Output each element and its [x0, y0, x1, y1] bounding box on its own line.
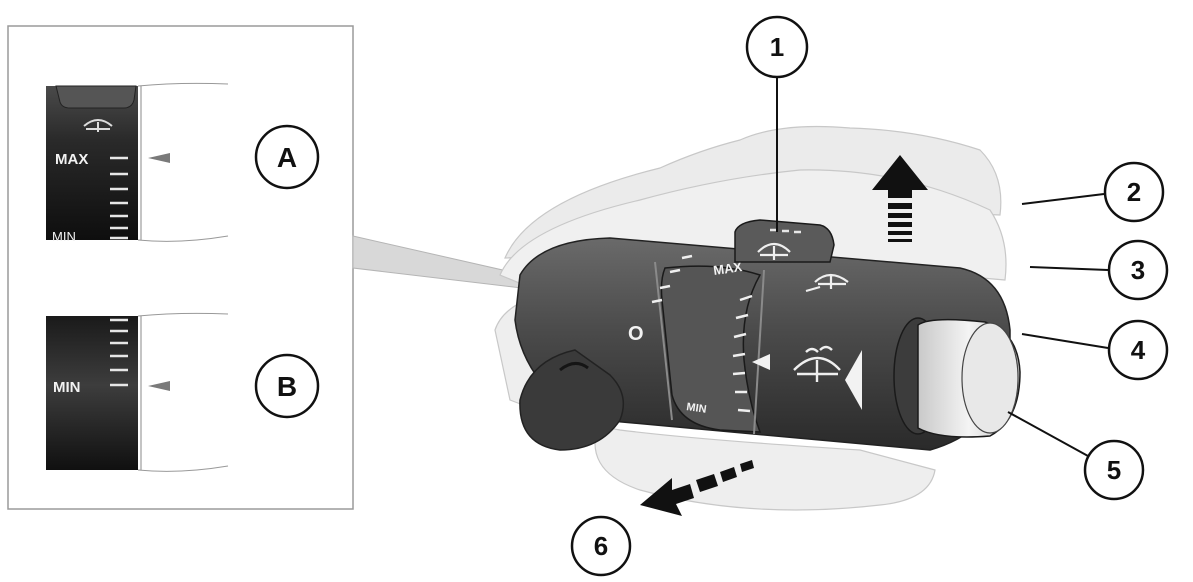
rotary-ring	[660, 265, 762, 433]
inset-a-guide-bottom	[137, 235, 229, 242]
pointer-triangle-icon	[845, 350, 862, 410]
callout-circle	[1107, 319, 1169, 381]
inset-b-min-label: MIN	[53, 379, 81, 396]
stalk-base-notch	[559, 362, 589, 372]
wiper-stalk: MAX MIN O	[514, 219, 1021, 451]
arrow-up-icon	[872, 155, 928, 242]
inset-b-guide-top	[137, 312, 229, 317]
inset-b-guide-bottom	[137, 465, 229, 472]
inset-a-max-label: MAX	[55, 151, 88, 168]
callout-circle	[1103, 161, 1165, 223]
dial-min-label: MIN	[686, 401, 708, 416]
inset-b-letter: B	[277, 371, 297, 402]
inset-b-label-circle	[254, 353, 320, 419]
inset-b: MIN B	[46, 312, 320, 472]
ring-seam-right	[753, 269, 765, 435]
rotary-scale-ticks	[732, 294, 753, 413]
dial-max-label: MAX	[712, 259, 743, 278]
callout-4: 4	[1021, 319, 1169, 381]
callout-2: 2	[1021, 161, 1165, 223]
arrow-pull-icon	[640, 460, 754, 516]
callout-leader	[1029, 266, 1109, 271]
callout-circle	[1083, 439, 1145, 501]
callout-circle	[570, 515, 632, 577]
ring-seam-left	[654, 261, 673, 421]
callout-6: 6	[570, 515, 632, 577]
callout-5: 5	[1007, 411, 1145, 501]
inset-b-ticks	[110, 318, 128, 387]
callout-leader	[1021, 333, 1109, 349]
inset-a-dial	[46, 86, 138, 240]
wiper-icon	[83, 119, 113, 132]
callout-number: 6	[594, 531, 608, 561]
wiper-icon	[757, 242, 791, 260]
inset-a-label-circle	[254, 124, 320, 190]
callout-circle	[745, 15, 809, 79]
inset-a-guide-top	[137, 82, 229, 87]
pointer-triangle-icon	[752, 354, 770, 370]
top-tab-dashes	[770, 228, 801, 234]
pointer-triangle-icon	[148, 153, 170, 163]
callout-1: 1	[745, 15, 809, 232]
single-wipe-icon	[805, 273, 849, 293]
washer-wiper-icon	[793, 345, 841, 382]
inset-panel: MAX MIN A	[7, 25, 354, 510]
stalk-end-face	[961, 322, 1019, 434]
inset-a-letter: A	[277, 142, 297, 173]
callout-leader	[1007, 411, 1089, 457]
callout-leader	[1021, 193, 1105, 205]
inset-b-dial	[46, 316, 138, 470]
inset-a: MAX MIN A	[46, 82, 320, 244]
callout-circle	[1107, 239, 1169, 301]
ring-left-ticks	[651, 254, 693, 304]
stalk-base-hook	[519, 349, 625, 451]
callout-number: 3	[1131, 255, 1145, 285]
callout-number: 1	[770, 32, 784, 62]
inset-a-min-label: MIN	[52, 229, 76, 244]
inset-a-ticks	[110, 156, 128, 240]
callout-number: 2	[1127, 177, 1141, 207]
callout-number: 5	[1107, 455, 1121, 485]
callout-3: 3	[1029, 239, 1169, 301]
dial-off-mark: O	[628, 323, 644, 345]
inset-a-collar	[55, 85, 137, 109]
callout-number: 4	[1131, 335, 1146, 365]
pointer-triangle-icon	[148, 381, 170, 391]
